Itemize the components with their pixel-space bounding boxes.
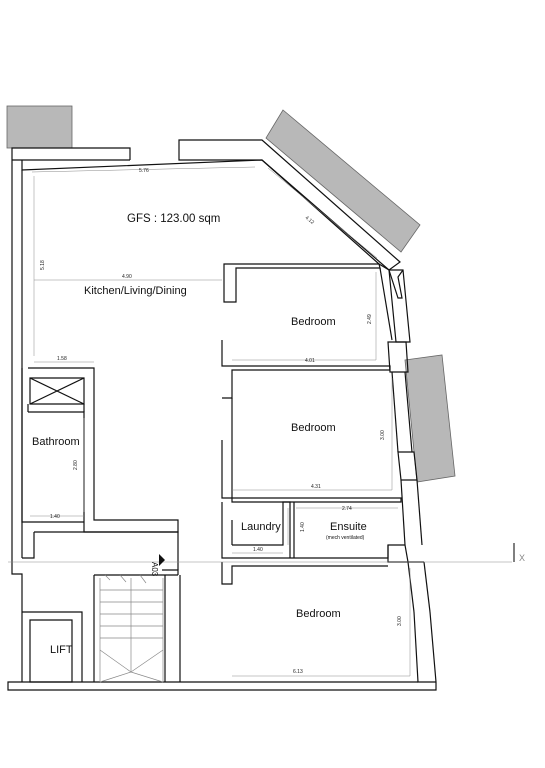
balcony-right <box>404 354 456 483</box>
room-ensuite: Ensuite <box>330 521 367 533</box>
section-marker-label: A03 <box>150 562 159 577</box>
dim-top-width: 5.76 <box>139 168 149 174</box>
room-bedroom-middle: Bedroom <box>291 422 336 434</box>
room-bedroom-top: Bedroom <box>291 316 336 328</box>
dim-bed2-height: 3.00 <box>380 430 386 440</box>
staircase <box>99 574 164 683</box>
dim-bed1-height: 2.49 <box>367 314 373 324</box>
dim-bath-width: 1.40 <box>50 514 60 520</box>
dimension-lines <box>8 166 512 677</box>
dim-laundry-height: 1.40 <box>300 522 306 532</box>
room-bathroom: Bathroom <box>32 436 80 448</box>
dim-bed3-height: 3.00 <box>397 616 403 626</box>
balconies <box>6 105 456 483</box>
dim-laundry-width: 1.40 <box>253 547 263 553</box>
room-laundry: Laundry <box>241 521 281 533</box>
edge-marker: X <box>513 543 525 563</box>
room-ensuite-note: (mech ventilated) <box>326 535 365 541</box>
outer-walls <box>7 139 437 691</box>
balcony-top-left <box>6 105 73 149</box>
dim-diagonal: 4.12 <box>304 215 315 226</box>
dim-kitchen-width: 4.90 <box>122 274 132 280</box>
room-lift: LIFT <box>50 644 73 656</box>
dim-bed1-width: 4.01 <box>305 358 315 364</box>
dim-bed2-width: 4.31 <box>311 484 321 490</box>
dim-left-height: 5.18 <box>40 260 46 270</box>
dim-ensuite-width: 2.74 <box>342 506 352 512</box>
dim-bath-height: 2.80 <box>73 460 79 470</box>
dim-corridor-width: 1.58 <box>57 356 67 362</box>
gfs-label: GFS : 123.00 sqm <box>127 213 220 225</box>
edge-marker-label: X <box>519 553 525 563</box>
dim-bed3-width: 6.13 <box>293 669 303 675</box>
section-marker: A03 <box>150 554 165 577</box>
room-kitchen-living-dining: Kitchen/Living/Dining <box>84 285 187 297</box>
room-bedroom-bottom: Bedroom <box>296 608 341 620</box>
balcony-top-right <box>265 109 421 253</box>
interior-walls <box>11 263 402 683</box>
